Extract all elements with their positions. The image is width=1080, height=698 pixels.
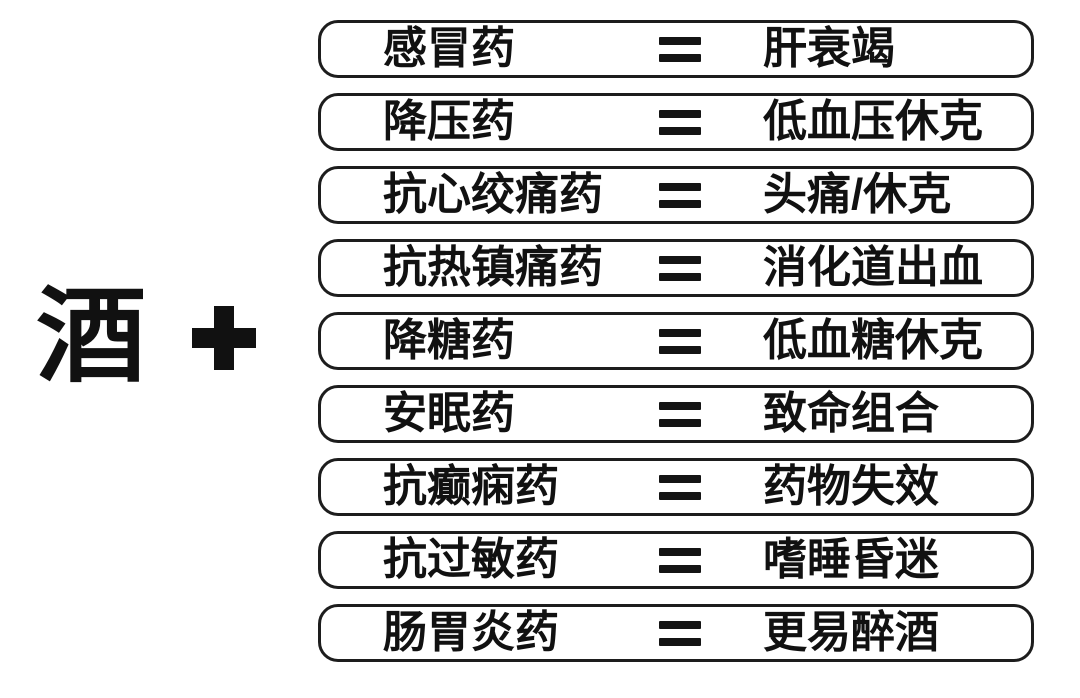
drug-effect-list: 感冒药 肝衰竭 降压药 低血压休克 抗心绞痛药 头痛/休克 抗热镇痛药 消化道出… (318, 20, 1034, 662)
drug-name: 降压药 (383, 97, 515, 146)
equals-icon (659, 182, 701, 208)
effect-label: 肝衰竭 (763, 24, 895, 73)
drug-row-antihypertensive: 降压药 低血压休克 (318, 93, 1034, 151)
drug-name: 抗热镇痛药 (383, 243, 603, 292)
effect-label: 消化道出血 (763, 243, 983, 292)
effect-label: 更易醉酒 (763, 608, 939, 657)
plus-icon (192, 305, 257, 370)
equals-icon (659, 36, 701, 62)
drug-row-anti-angina: 抗心绞痛药 头痛/休克 (318, 166, 1034, 224)
drug-row-antiepileptic: 抗癫痫药 药物失效 (318, 458, 1034, 516)
drug-name: 抗过敏药 (383, 535, 559, 584)
effect-label: 药物失效 (763, 462, 939, 511)
drug-name: 降糖药 (383, 316, 515, 365)
drug-row-antiallergic: 抗过敏药 嗜睡昏迷 (318, 531, 1034, 589)
drug-row-sleeping-pill: 安眠药 致命组合 (318, 385, 1034, 443)
drug-name: 感冒药 (383, 24, 515, 73)
equals-icon (659, 547, 701, 573)
drug-row-gastroenteritis: 肠胃炎药 更易醉酒 (318, 604, 1034, 662)
drug-name: 抗心绞痛药 (383, 170, 603, 219)
drug-name: 安眠药 (383, 389, 515, 438)
effect-label: 低血糖休克 (763, 316, 983, 365)
alcohol-label: 酒 (36, 279, 147, 395)
drug-name: 抗癫痫药 (383, 462, 559, 511)
effect-label: 低血压休克 (763, 97, 983, 146)
equals-icon (659, 328, 701, 354)
drug-row-cold-medicine: 感冒药 肝衰竭 (318, 20, 1034, 78)
equals-icon (659, 474, 701, 500)
equals-icon (659, 620, 701, 646)
equals-icon (659, 401, 701, 427)
equals-icon (659, 255, 701, 281)
drug-row-antipyretic-analgesic: 抗热镇痛药 消化道出血 (318, 239, 1034, 297)
equals-icon (659, 109, 701, 135)
effect-label: 头痛/休克 (763, 170, 952, 219)
drug-row-hypoglycemic: 降糖药 低血糖休克 (318, 312, 1034, 370)
drug-name: 肠胃炎药 (383, 608, 559, 657)
alcohol-plus-group: 酒 (36, 279, 257, 395)
effect-label: 嗜睡昏迷 (763, 535, 939, 584)
effect-label: 致命组合 (763, 389, 939, 438)
